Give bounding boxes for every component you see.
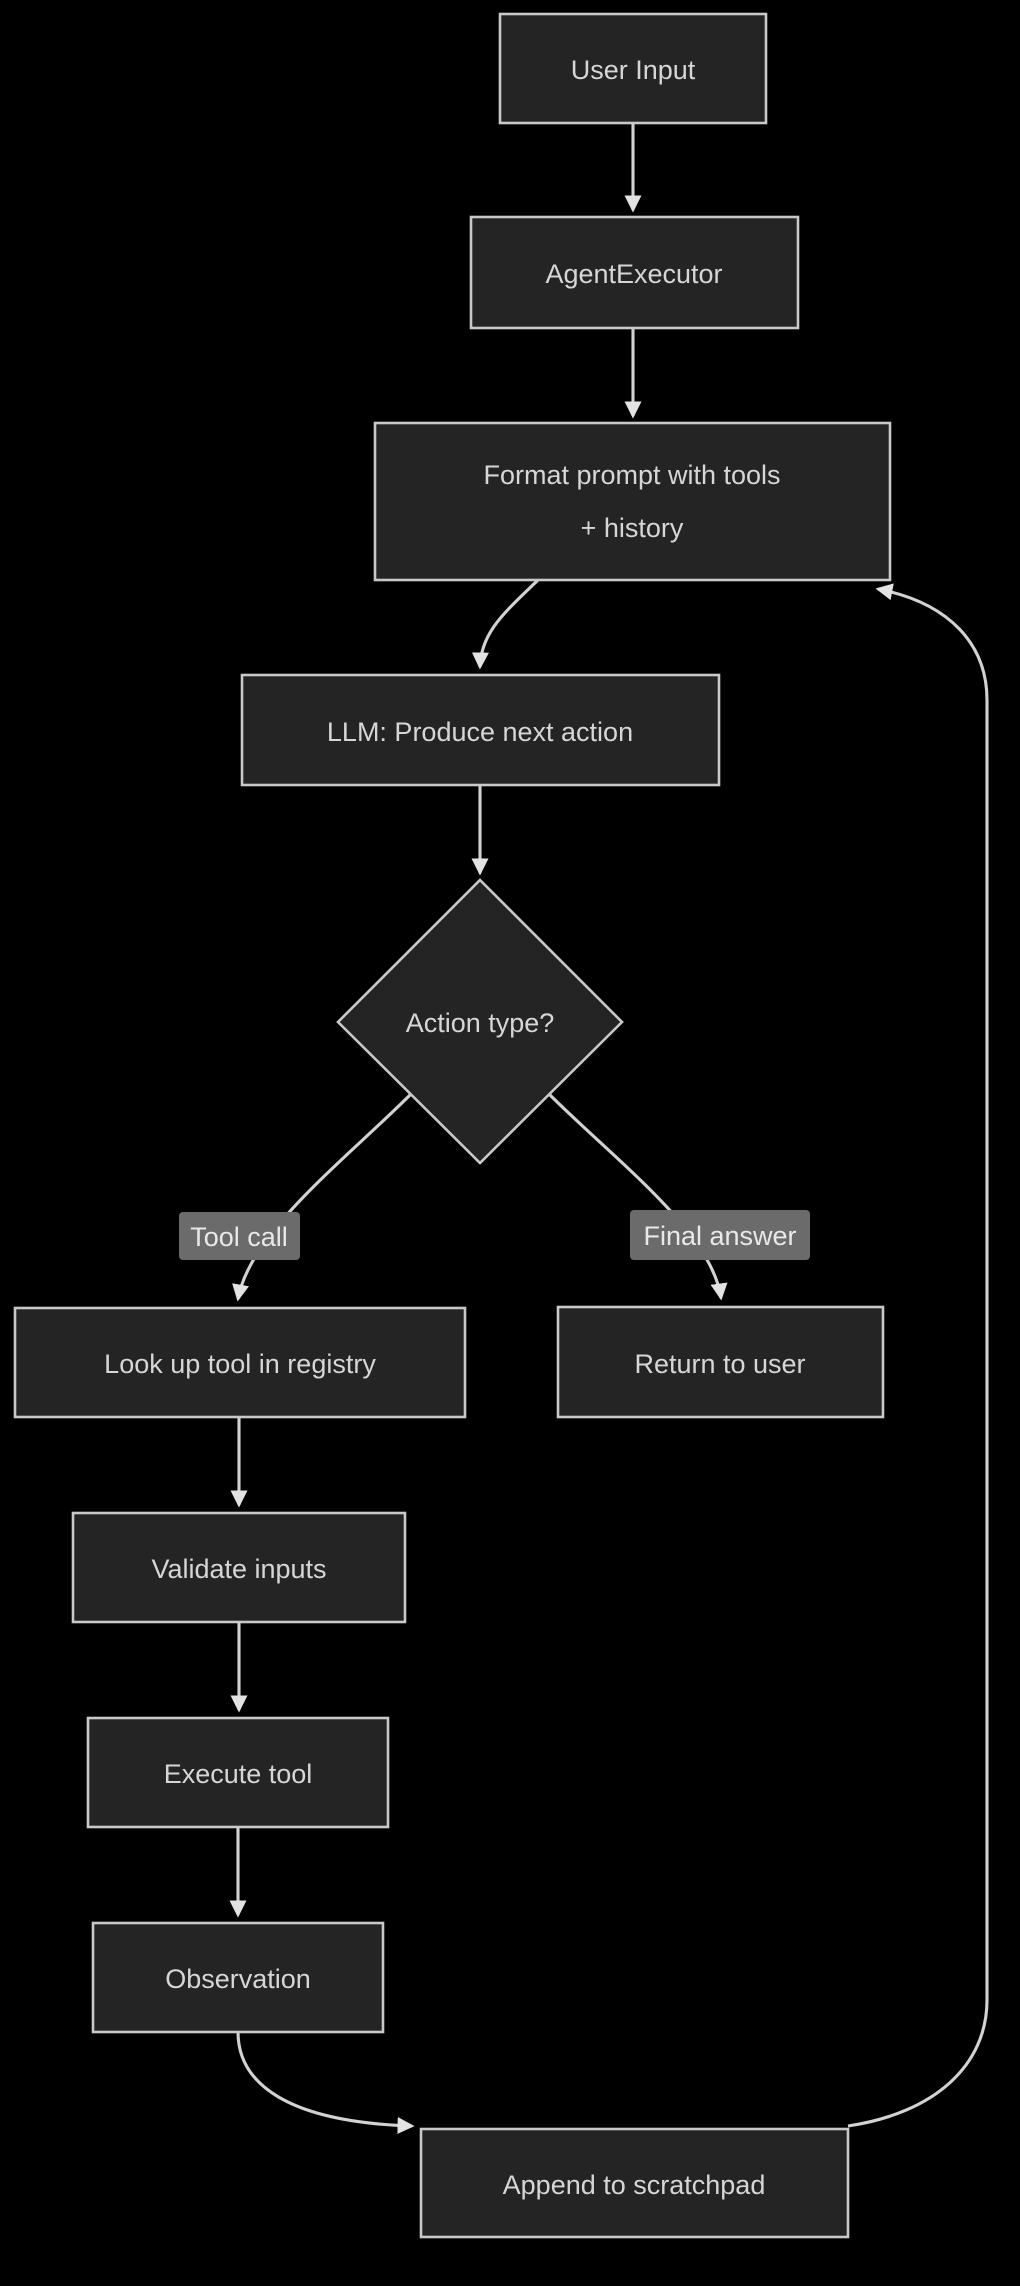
node-user-input-box	[498, 12, 768, 125]
node-format-prompt: Format prompt with tools + history	[373, 421, 892, 582]
edge-label-tool-call-text: Tool call	[190, 1222, 288, 1252]
edge-observation-to-append	[236, 2031, 415, 2135]
node-tool-lookup: Look up tool in registry	[13, 1306, 467, 1419]
node-format-prompt-box	[373, 421, 892, 582]
edge-label-tool-call-bg	[179, 1212, 300, 1260]
node-execute-label: Execute tool	[164, 1759, 313, 1789]
node-decision: Action type?	[336, 878, 624, 1165]
node-agent-executor: AgentExecutor	[469, 215, 800, 330]
node-observation-box	[91, 1921, 385, 2034]
node-agent-executor-label: AgentExecutor	[545, 259, 722, 289]
node-validate: Validate inputs	[71, 1511, 407, 1624]
node-tool-lookup-label: Look up tool in registry	[104, 1349, 376, 1379]
node-execute: Execute tool	[86, 1716, 390, 1829]
node-user-input-label: User Input	[571, 55, 696, 85]
edge-label-tool-call: Tool call	[179, 1212, 300, 1260]
edge-label-final-answer: Final answer	[630, 1210, 810, 1260]
node-agent-executor-box	[469, 215, 800, 330]
node-llm: LLM: Produce next action	[240, 673, 721, 787]
edge-append-to-format-prompt-loop	[847, 583, 989, 2128]
node-execute-box	[86, 1716, 390, 1829]
edge-decision-to-tool-lookup	[232, 1092, 413, 1302]
node-decision-label: Action type?	[406, 1008, 555, 1038]
node-observation: Observation	[91, 1921, 385, 2034]
node-llm-box	[240, 673, 721, 787]
node-append-box	[419, 2127, 850, 2239]
node-user-input: User Input	[498, 12, 768, 125]
node-return-user: Return to user	[556, 1305, 885, 1419]
edge-format-prompt-to-llm	[471, 578, 540, 670]
edge-label-final-answer-text: Final answer	[643, 1221, 796, 1251]
node-validate-label: Validate inputs	[151, 1554, 326, 1584]
node-llm-label: LLM: Produce next action	[327, 717, 633, 747]
node-format-prompt-label-line2: + history	[581, 513, 684, 543]
node-tool-lookup-box	[13, 1306, 467, 1419]
node-append: Append to scratchpad	[419, 2127, 850, 2239]
node-append-label: Append to scratchpad	[503, 2170, 766, 2200]
edge-decision-to-return-user	[547, 1092, 728, 1301]
node-decision-diamond	[336, 878, 624, 1165]
node-observation-label: Observation	[165, 1964, 311, 1994]
node-return-user-label: Return to user	[634, 1349, 805, 1379]
edges	[229, 123, 989, 2135]
edge-label-final-answer-bg	[630, 1210, 810, 1260]
node-validate-box	[71, 1511, 407, 1624]
node-return-user-box	[556, 1305, 885, 1419]
node-format-prompt-label-line1: Format prompt with tools	[483, 460, 780, 490]
